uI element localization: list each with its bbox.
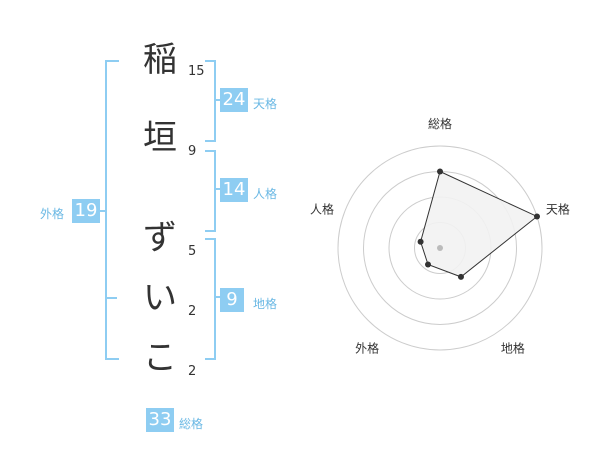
- radar-area: [420, 170, 538, 278]
- name-char-3: ず: [143, 218, 177, 258]
- radar-axis-label-人格: 人格: [310, 202, 334, 217]
- jinkaku-connector: [214, 188, 220, 190]
- soukaku-value: 33: [146, 408, 174, 432]
- chikaku-connector: [214, 296, 220, 298]
- soukaku-label: 総格: [179, 417, 204, 431]
- chikaku-value: 9: [220, 288, 244, 312]
- radar-point-地格: [457, 273, 464, 280]
- name-char-5: こ: [143, 338, 177, 378]
- tenkaku-label: 天格: [253, 97, 278, 111]
- name-char-2: 垣: [143, 118, 177, 158]
- radar-axis-label-地格: 地格: [501, 340, 525, 355]
- tenkaku-connector: [214, 99, 220, 101]
- jinkaku-value: 14: [220, 178, 248, 202]
- radar-point-人格: [417, 238, 424, 245]
- name-char-1: 稲: [143, 40, 177, 80]
- gaikaku-value: 19: [72, 199, 100, 223]
- gaikaku-bracket: [105, 60, 119, 360]
- radar-axis-label-天格: 天格: [546, 202, 570, 217]
- gaikaku-connector: [98, 210, 105, 212]
- radar-axis-label-総格: 総格: [428, 116, 452, 131]
- tenkaku-bracket: [205, 60, 216, 142]
- stroke-count-4: 2: [188, 304, 197, 319]
- name-char-4: い: [143, 278, 177, 318]
- gaikaku-bracket-tick: [105, 297, 117, 299]
- tenkaku-value: 24: [220, 88, 248, 112]
- radar-center: [437, 245, 443, 251]
- gaikaku-label: 外格: [40, 207, 65, 221]
- chikaku-bracket: [205, 238, 216, 360]
- jinkaku-label: 人格: [253, 187, 278, 201]
- radar-point-外格: [425, 261, 432, 268]
- stroke-count-2: 9: [188, 144, 197, 159]
- chikaku-label: 地格: [253, 297, 278, 311]
- stroke-count-3: 5: [188, 244, 197, 259]
- stroke-count-1: 15: [188, 64, 205, 79]
- stroke-count-5: 2: [188, 364, 197, 379]
- radar-axis-label-外格: 外格: [355, 340, 379, 355]
- radar-point-総格: [437, 168, 443, 175]
- radar-ring-4: [337, 145, 543, 351]
- jinkaku-bracket: [205, 150, 216, 232]
- radar-point-天格: [534, 213, 541, 220]
